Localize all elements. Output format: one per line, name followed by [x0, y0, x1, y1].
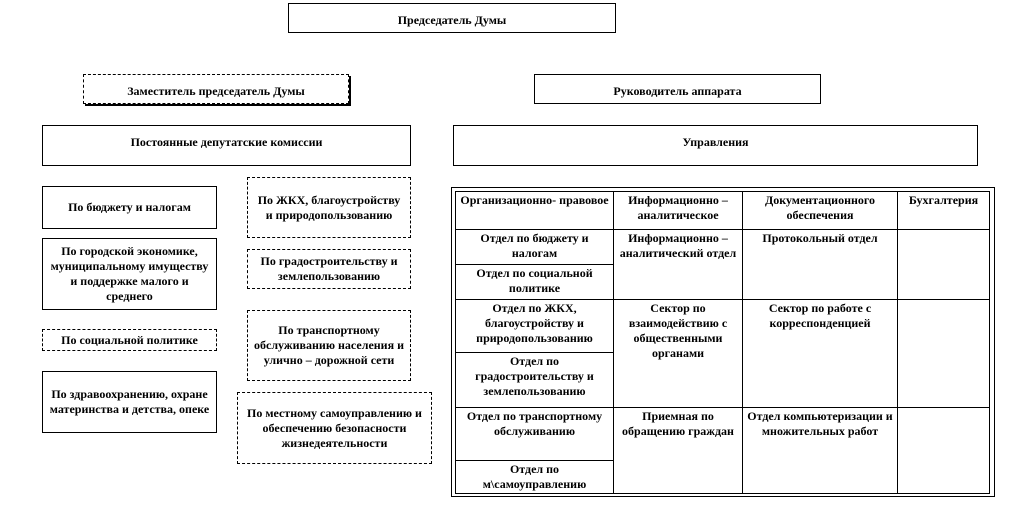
table-row: Отдел по бюджету и налогам Информационно… — [455, 229, 990, 301]
table-cell: Протокольный отдел — [742, 229, 898, 301]
head-apparatus-label: Руководитель аппарата — [613, 84, 742, 98]
commission-health: По здравоохранению, охране материнства и… — [42, 371, 217, 433]
table-row: Отдел по ЖКХ, благоустройству и природоп… — [455, 299, 990, 408]
commission-label: По градостроительству и землепользованию — [260, 254, 398, 283]
commission-urban: По градостроительству и землепользованию — [247, 249, 411, 289]
table-cell: Отдел компьютеризации и множительных раб… — [742, 406, 898, 495]
commission-label: По транспортному обслуживанию населения … — [254, 323, 404, 367]
table-row: Отдел по м\самоуправлению — [455, 459, 990, 495]
chair-box: Председатель Думы — [288, 3, 616, 33]
header-cell: Организационно- правовое — [455, 190, 614, 231]
commission-housing: По ЖКХ, благоустройству и природопользов… — [247, 177, 411, 238]
deputy-box: Заместитель председатель Думы — [83, 74, 349, 104]
commission-budget: По бюджету и налогам — [42, 186, 217, 229]
table-cell: Сектор по взаимодействию с общественными… — [613, 299, 743, 408]
table-cell: Отдел по транспортному обслуживанию — [455, 406, 614, 461]
header-cell: Бухгалтерия — [897, 190, 990, 231]
table-cell: Отдел по градостроительству и землепольз… — [455, 351, 614, 408]
header-cell: Информационно – аналитическое — [613, 190, 743, 231]
commission-label: По ЖКХ, благоустройству и природопользов… — [257, 192, 401, 222]
table-header-row: Организационно- правовое Информационно –… — [455, 190, 990, 231]
deputy-label: Заместитель председатель Думы — [127, 84, 305, 98]
commission-label: По социальной политике — [61, 332, 198, 347]
commissions-box: Постоянные депутатские комиссии — [42, 125, 411, 166]
table-cell: Отдел по ЖКХ, благоустройству и природоп… — [455, 299, 614, 353]
commission-label: По городской экономике, муниципальному и… — [50, 244, 209, 303]
table-cell: Сектор по работе с корреспонденцией — [742, 299, 898, 408]
table-cell — [897, 299, 990, 408]
commission-label: По местному самоуправлению и обеспечению… — [247, 405, 422, 450]
table-cell: Приемная по обращению граждан — [613, 406, 743, 495]
commission-social: По социальной политике — [42, 329, 217, 351]
head-apparatus-box: Руководитель аппарата — [534, 74, 821, 104]
table-cell: Информационно – аналитический отдел — [613, 229, 743, 301]
table-cell — [897, 229, 990, 301]
departments-box: Управления — [453, 125, 978, 166]
commission-transport: По транспортному обслуживанию населения … — [247, 310, 411, 381]
departments-table-frame — [451, 187, 995, 497]
header-cell: Документационного обеспечения — [742, 190, 898, 231]
table-row: Отдел по транспортному обслуживанию Прие… — [455, 406, 990, 495]
commissions-label: Постоянные депутатские комиссии — [130, 135, 323, 149]
table-row: Отдел по градостроительству и землепольз… — [455, 351, 990, 408]
commission-selfgov: По местному самоуправлению и обеспечению… — [237, 392, 432, 464]
commission-economy: По городской экономике, муниципальному и… — [42, 238, 217, 310]
chair-label: Председатель Думы — [397, 13, 507, 27]
commission-label: По бюджету и налогам — [68, 200, 191, 214]
commission-label: По здравоохранению, охране материнства и… — [49, 387, 210, 416]
departments-label: Управления — [682, 135, 749, 149]
table-cell: Отдел по м\самоуправлению — [455, 459, 614, 495]
table-cell — [897, 406, 990, 495]
departments-table: Организационно- правовое Информационно –… — [455, 190, 990, 495]
table-cell: Отдел по бюджету и налогам — [455, 229, 614, 266]
table-cell: Отдел по социальной политике — [455, 264, 614, 301]
